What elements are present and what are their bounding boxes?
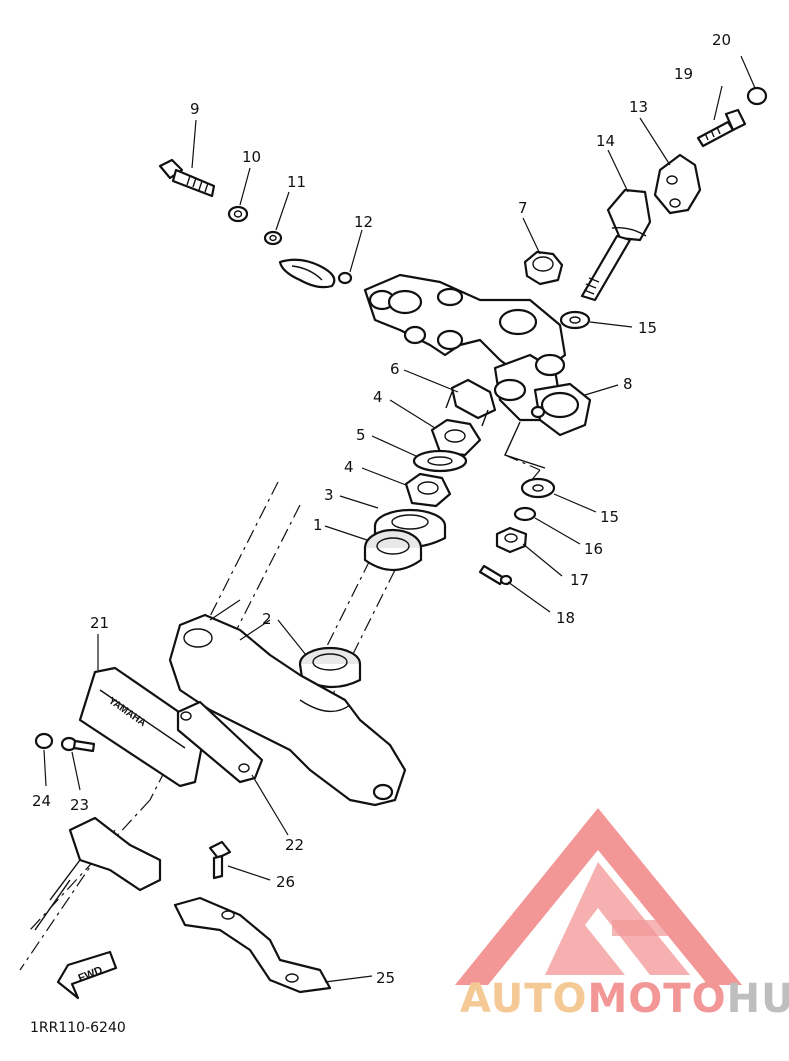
callout-26: 26 — [276, 873, 295, 891]
callout-1: 1 — [313, 516, 323, 534]
handlebar-holder-14 — [580, 188, 652, 302]
nut-17 — [495, 526, 528, 554]
watermark-inner-mark-icon — [545, 862, 690, 975]
callout-18: 18 — [556, 609, 575, 627]
callout-6: 6 — [390, 360, 400, 378]
ring-nut-4-bottom — [404, 472, 452, 508]
bearing-1 — [363, 528, 423, 571]
callouts: 9 10 11 12 7 13 14 19 20 15 8 6 4 5 4 3 … — [32, 31, 731, 987]
callout-15-bottom: 15 — [600, 508, 619, 526]
callout-10: 10 — [242, 148, 261, 166]
callout-13: 13 — [629, 98, 648, 116]
callout-9: 9 — [190, 100, 200, 118]
callout-4-top: 4 — [373, 388, 383, 406]
callout-15-top: 15 — [638, 319, 657, 337]
pin-18 — [478, 564, 513, 586]
bolt-9 — [158, 158, 216, 198]
washer-10 — [227, 205, 249, 223]
ring-nut-4-top — [430, 418, 482, 457]
callout-12: 12 — [354, 213, 373, 231]
leader-lines — [43, 55, 756, 983]
holder-cap-13 — [653, 153, 702, 215]
callout-11: 11 — [287, 173, 306, 191]
svg-text:AUTOMOTOHUB: AUTOMOTOHUB — [460, 976, 789, 1022]
washer-5 — [412, 449, 468, 473]
callout-16: 16 — [584, 540, 603, 558]
callout-4-bottom: 4 — [344, 458, 354, 476]
callout-22: 22 — [285, 836, 304, 854]
nut-24 — [34, 732, 54, 750]
bolt-19 — [696, 108, 747, 148]
callout-19: 19 — [674, 65, 693, 83]
washer-11 — [263, 230, 283, 246]
callout-21: 21 — [90, 614, 109, 632]
callout-7: 7 — [518, 199, 528, 217]
fork-lower — [34, 816, 162, 931]
bolt-26 — [208, 840, 232, 880]
callout-5: 5 — [356, 426, 366, 444]
emblem-plate-21: YAMAHA — [78, 666, 207, 788]
callout-14: 14 — [596, 132, 615, 150]
watermark-triangle-icon — [455, 808, 742, 985]
watermark-inner-bar — [612, 920, 682, 936]
watermark-text-moto: MOTO — [588, 976, 727, 1022]
cap-20 — [746, 86, 768, 106]
washer-15-top — [559, 310, 591, 330]
washer-15-bottom — [520, 477, 556, 499]
callout-20: 20 — [712, 31, 731, 49]
callout-3: 3 — [324, 486, 334, 504]
diagram-code: 1RR110-6240 — [30, 1020, 126, 1036]
washer-plate-6 — [445, 378, 497, 427]
watermark-text-auto: AUTO — [460, 976, 588, 1022]
fwd-arrow-icon: FWD — [56, 950, 118, 1000]
callout-17: 17 — [570, 571, 589, 589]
watermark-logo: AUTOMOTOHUB — [455, 808, 789, 1022]
upper-bracket — [363, 273, 592, 469]
callout-8: 8 — [623, 375, 633, 393]
callout-25: 25 — [376, 969, 395, 987]
callout-2: 2 — [262, 610, 272, 628]
callout-24: 24 — [32, 792, 51, 810]
fender-brace-25 — [173, 896, 332, 994]
cable-guide-12 — [278, 258, 353, 289]
bolt-23 — [60, 736, 96, 753]
watermark-text-hub: HUB — [727, 976, 789, 1022]
lower-bracket — [168, 599, 407, 807]
callout-23: 23 — [70, 796, 89, 814]
bracket-22 — [176, 700, 264, 784]
bearing-2 — [298, 646, 362, 689]
nut-7 — [523, 250, 564, 286]
washer-16 — [513, 506, 537, 522]
